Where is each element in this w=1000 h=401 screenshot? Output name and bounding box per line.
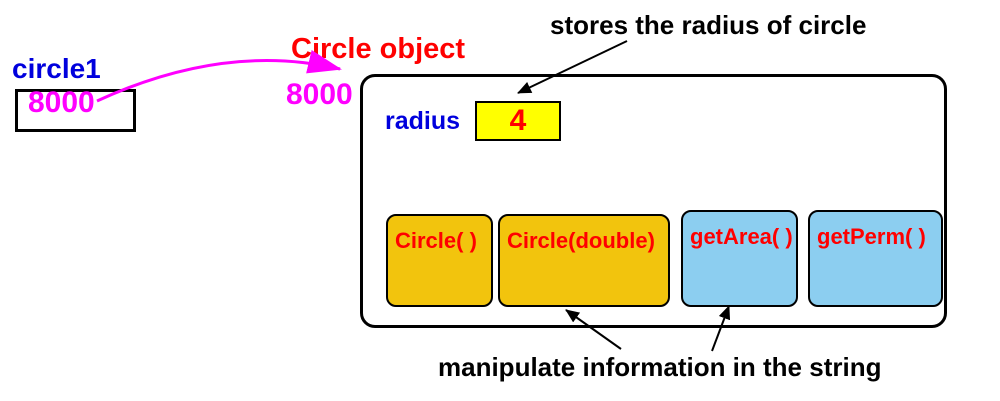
annotation-stores-radius: stores the radius of circle xyxy=(550,10,867,40)
method-box-circle-double-constructor: Circle(double) xyxy=(498,214,670,307)
object-address-value: 8000 xyxy=(286,78,353,111)
radius-field-label: radius xyxy=(385,107,461,135)
object-title: Circle object xyxy=(291,33,466,65)
method-box-get-perm: getPerm( ) xyxy=(808,210,943,307)
method-box-get-area: getArea( ) xyxy=(681,210,798,307)
radius-value-box: 4 xyxy=(475,101,561,141)
annotation-manipulate-info: manipulate information in the string xyxy=(438,352,882,382)
reference-address-value: 8000 xyxy=(28,86,95,119)
radius-value: 4 xyxy=(509,104,527,137)
variable-name-label: circle1 xyxy=(12,53,101,84)
method-box-circle-constructor: Circle( ) xyxy=(386,214,493,307)
